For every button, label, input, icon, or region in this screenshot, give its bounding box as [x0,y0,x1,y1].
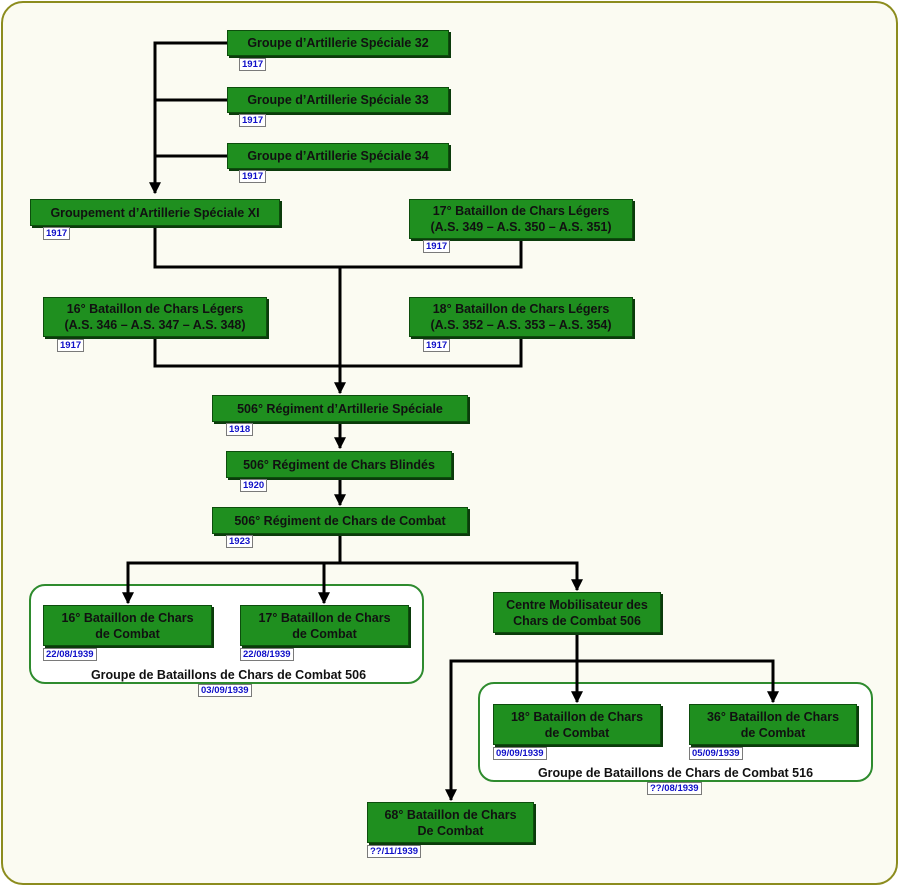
node-b68c-line2: De Combat [417,823,484,838]
node-b18c: 18° Bataillon de Chars de Combat [493,704,661,745]
date-r506cb: 1920 [240,479,268,492]
group-label-516: Groupe de Bataillons de Chars de Combat … [537,766,814,780]
date-b16c: 22/08/1939 [43,648,97,661]
node-r506as-label: 506° Régiment d’Artillerie Spéciale [237,401,443,416]
node-gas34: Groupe d’Artillerie Spéciale 34 [227,143,449,169]
node-b36c-line1: 36° Bataillon de Chars [706,709,840,724]
node-cm506: Centre Mobilisateur des Chars de Combat … [493,592,661,633]
node-b16c: 16° Bataillon de Chars de Combat [43,605,212,646]
node-b17l: 17° Bataillon de Chars Légers (A.S. 349 … [409,199,633,239]
node-b36c-line2: de Combat [740,725,806,740]
node-r506cb: 506° Régiment de Chars Blindés [226,451,452,478]
node-b17l-line2: (A.S. 349 – A.S. 350 – A.S. 351) [430,220,612,234]
node-b17c: 17° Bataillon de Chars de Combat [240,605,409,646]
node-b16l: 16° Bataillon de Chars Légers (A.S. 346 … [43,297,267,337]
node-b36c: 36° Bataillon de Chars de Combat [689,704,857,745]
date-gas32: 1917 [239,58,267,71]
node-b17l-line1: 17° Bataillon de Chars Légers [432,204,610,218]
date-b17l: 1917 [423,240,451,253]
node-gasxi-label: Groupement d’Artillerie Spéciale XI [50,205,260,220]
node-b18c-line2: de Combat [544,725,610,740]
node-r506cc-label: 506° Régiment de Chars de Combat [234,513,446,528]
node-cm506-line2: Chars de Combat 506 [513,613,641,628]
node-gas32: Groupe d’Artillerie Spéciale 32 [227,30,449,56]
group-date-516: ??/08/1939 [647,782,702,795]
date-b18c: 09/09/1939 [493,747,547,760]
date-gasxi: 1917 [43,227,71,240]
node-gasxi: Groupement d’Artillerie Spéciale XI [30,199,280,226]
date-gas34: 1917 [239,170,267,183]
node-b16l-line1: 16° Bataillon de Chars Légers [66,302,244,316]
node-b16l-line2: (A.S. 346 – A.S. 347 – A.S. 348) [64,318,246,332]
date-b36c: 05/09/1939 [689,747,743,760]
node-b68c-line1: 68° Bataillon de Chars [384,807,517,822]
node-r506as: 506° Régiment d’Artillerie Spéciale [212,395,468,422]
node-b18c-line1: 18° Bataillon de Chars [510,709,644,724]
node-b18l-line2: (A.S. 352 – A.S. 353 – A.S. 354) [430,318,612,332]
node-gas32-label: Groupe d’Artillerie Spéciale 32 [247,36,429,50]
group-label-506: Groupe de Bataillons de Chars de Combat … [90,668,367,682]
node-b17c-line1: 17° Bataillon de Chars [258,610,391,625]
node-gas33: Groupe d’Artillerie Spéciale 33 [227,87,449,113]
node-b18l-line1: 18° Bataillon de Chars Légers [432,302,610,316]
date-b68c: ??/11/1939 [367,845,422,858]
node-b17c-line2: de Combat [292,626,357,641]
date-r506as: 1918 [226,423,254,436]
node-b16c-line1: 16° Bataillon de Chars [61,610,194,625]
node-gas33-label: Groupe d’Artillerie Spéciale 33 [247,93,429,107]
date-b16l: 1917 [57,339,85,352]
node-r506cc: 506° Régiment de Chars de Combat [212,507,468,534]
date-b18l: 1917 [423,339,451,352]
node-gas34-label: Groupe d’Artillerie Spéciale 34 [247,149,429,163]
node-b16c-line2: de Combat [95,626,160,641]
group-date-506: 03/09/1939 [198,684,252,697]
date-b17c: 22/08/1939 [240,648,294,661]
node-b18l: 18° Bataillon de Chars Légers (A.S. 352 … [409,297,633,337]
node-b68c: 68° Bataillon de Chars De Combat [367,802,534,843]
node-r506cb-label: 506° Régiment de Chars Blindés [243,457,435,472]
node-cm506-line1: Centre Mobilisateur des [506,597,648,612]
date-r506cc: 1923 [226,535,254,548]
date-gas33: 1917 [239,114,267,127]
